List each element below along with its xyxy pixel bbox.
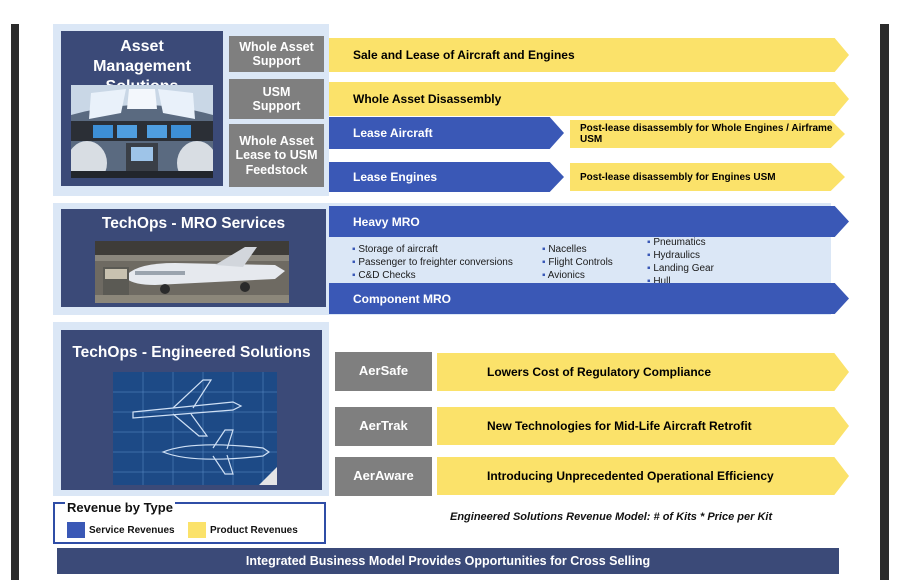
- list-item: Landing Gear: [647, 262, 747, 275]
- left-edge-bar: [11, 24, 19, 580]
- asset-management-box: Asset Management Solutions: [61, 31, 223, 186]
- arrow-lease-engines: Lease Engines: [329, 162, 564, 192]
- list-item: Flight Controls: [542, 256, 642, 269]
- mro-title: TechOps - MRO Services: [61, 209, 326, 233]
- category-lease-to-usm: Whole Asset Lease to USM Feedstock: [229, 124, 324, 187]
- category-usm-support: USM Support: [229, 79, 324, 119]
- legend-swatch-product: [188, 522, 206, 538]
- legend-label-product: Product Revenues: [210, 525, 298, 536]
- list-item: Pneumatics: [647, 236, 747, 249]
- arrow-post-lease-engines: Post-lease disassembly for Engines USM: [570, 163, 845, 191]
- product-aersafe: AerSafe: [335, 352, 432, 391]
- list-item: Avionics: [542, 269, 642, 282]
- list-item: C&D Checks: [352, 269, 532, 282]
- legend-swatch-service: [67, 522, 85, 538]
- right-edge-bar: [880, 24, 889, 580]
- revenue-model-note: Engineered Solutions Revenue Model: # of…: [450, 511, 790, 523]
- mro-list-col1: Storage of aircraft Passenger to freight…: [352, 243, 532, 282]
- arrow-aertrak: New Technologies for Mid-Life Aircraft R…: [437, 407, 849, 445]
- list-item: Nacelles: [542, 243, 642, 256]
- legend-title: Revenue by Type: [65, 500, 175, 515]
- product-aeraware: AerAware: [335, 457, 432, 496]
- arrow-sale-lease: Sale and Lease of Aircraft and Engines: [329, 38, 849, 72]
- hangar-image: [95, 241, 289, 303]
- arrow-aeraware: Introducing Unprecedented Operational Ef…: [437, 457, 849, 495]
- arrow-post-lease-whole: Post-lease disassembly for Whole Engines…: [570, 120, 845, 148]
- footer-text: Integrated Business Model Provides Oppor…: [246, 554, 650, 568]
- legend-box: Revenue by Type Service Revenues Product…: [53, 502, 326, 544]
- arrow-aersafe: Lowers Cost of Regulatory Compliance: [437, 353, 849, 391]
- footer-banner: Integrated Business Model Provides Oppor…: [57, 548, 839, 574]
- list-item: Hydraulics: [647, 249, 747, 262]
- arrow-whole-asset-disassembly: Whole Asset Disassembly: [329, 82, 849, 116]
- list-item: Storage of aircraft: [352, 243, 532, 256]
- cockpit-image: [71, 85, 213, 178]
- arrow-component-mro: Component MRO: [329, 283, 849, 314]
- arrow-lease-aircraft: Lease Aircraft: [329, 117, 564, 149]
- category-whole-asset-support: Whole Asset Support: [229, 36, 324, 72]
- engineered-title: TechOps - Engineered Solutions: [61, 330, 322, 362]
- list-item: Passenger to freighter conversions: [352, 256, 532, 269]
- product-aertrak: AerTrak: [335, 407, 432, 446]
- mro-list-col3: Pneumatics Hydraulics Landing Gear Hull: [647, 236, 747, 288]
- arrow-heavy-mro: Heavy MRO: [329, 206, 849, 237]
- blueprint-image: [113, 372, 277, 485]
- mro-list-col2: Nacelles Flight Controls Avionics: [542, 243, 642, 282]
- engineered-box: TechOps - Engineered Solutions: [61, 330, 322, 490]
- legend-label-service: Service Revenues: [89, 525, 175, 536]
- mro-box: TechOps - MRO Services: [61, 209, 326, 307]
